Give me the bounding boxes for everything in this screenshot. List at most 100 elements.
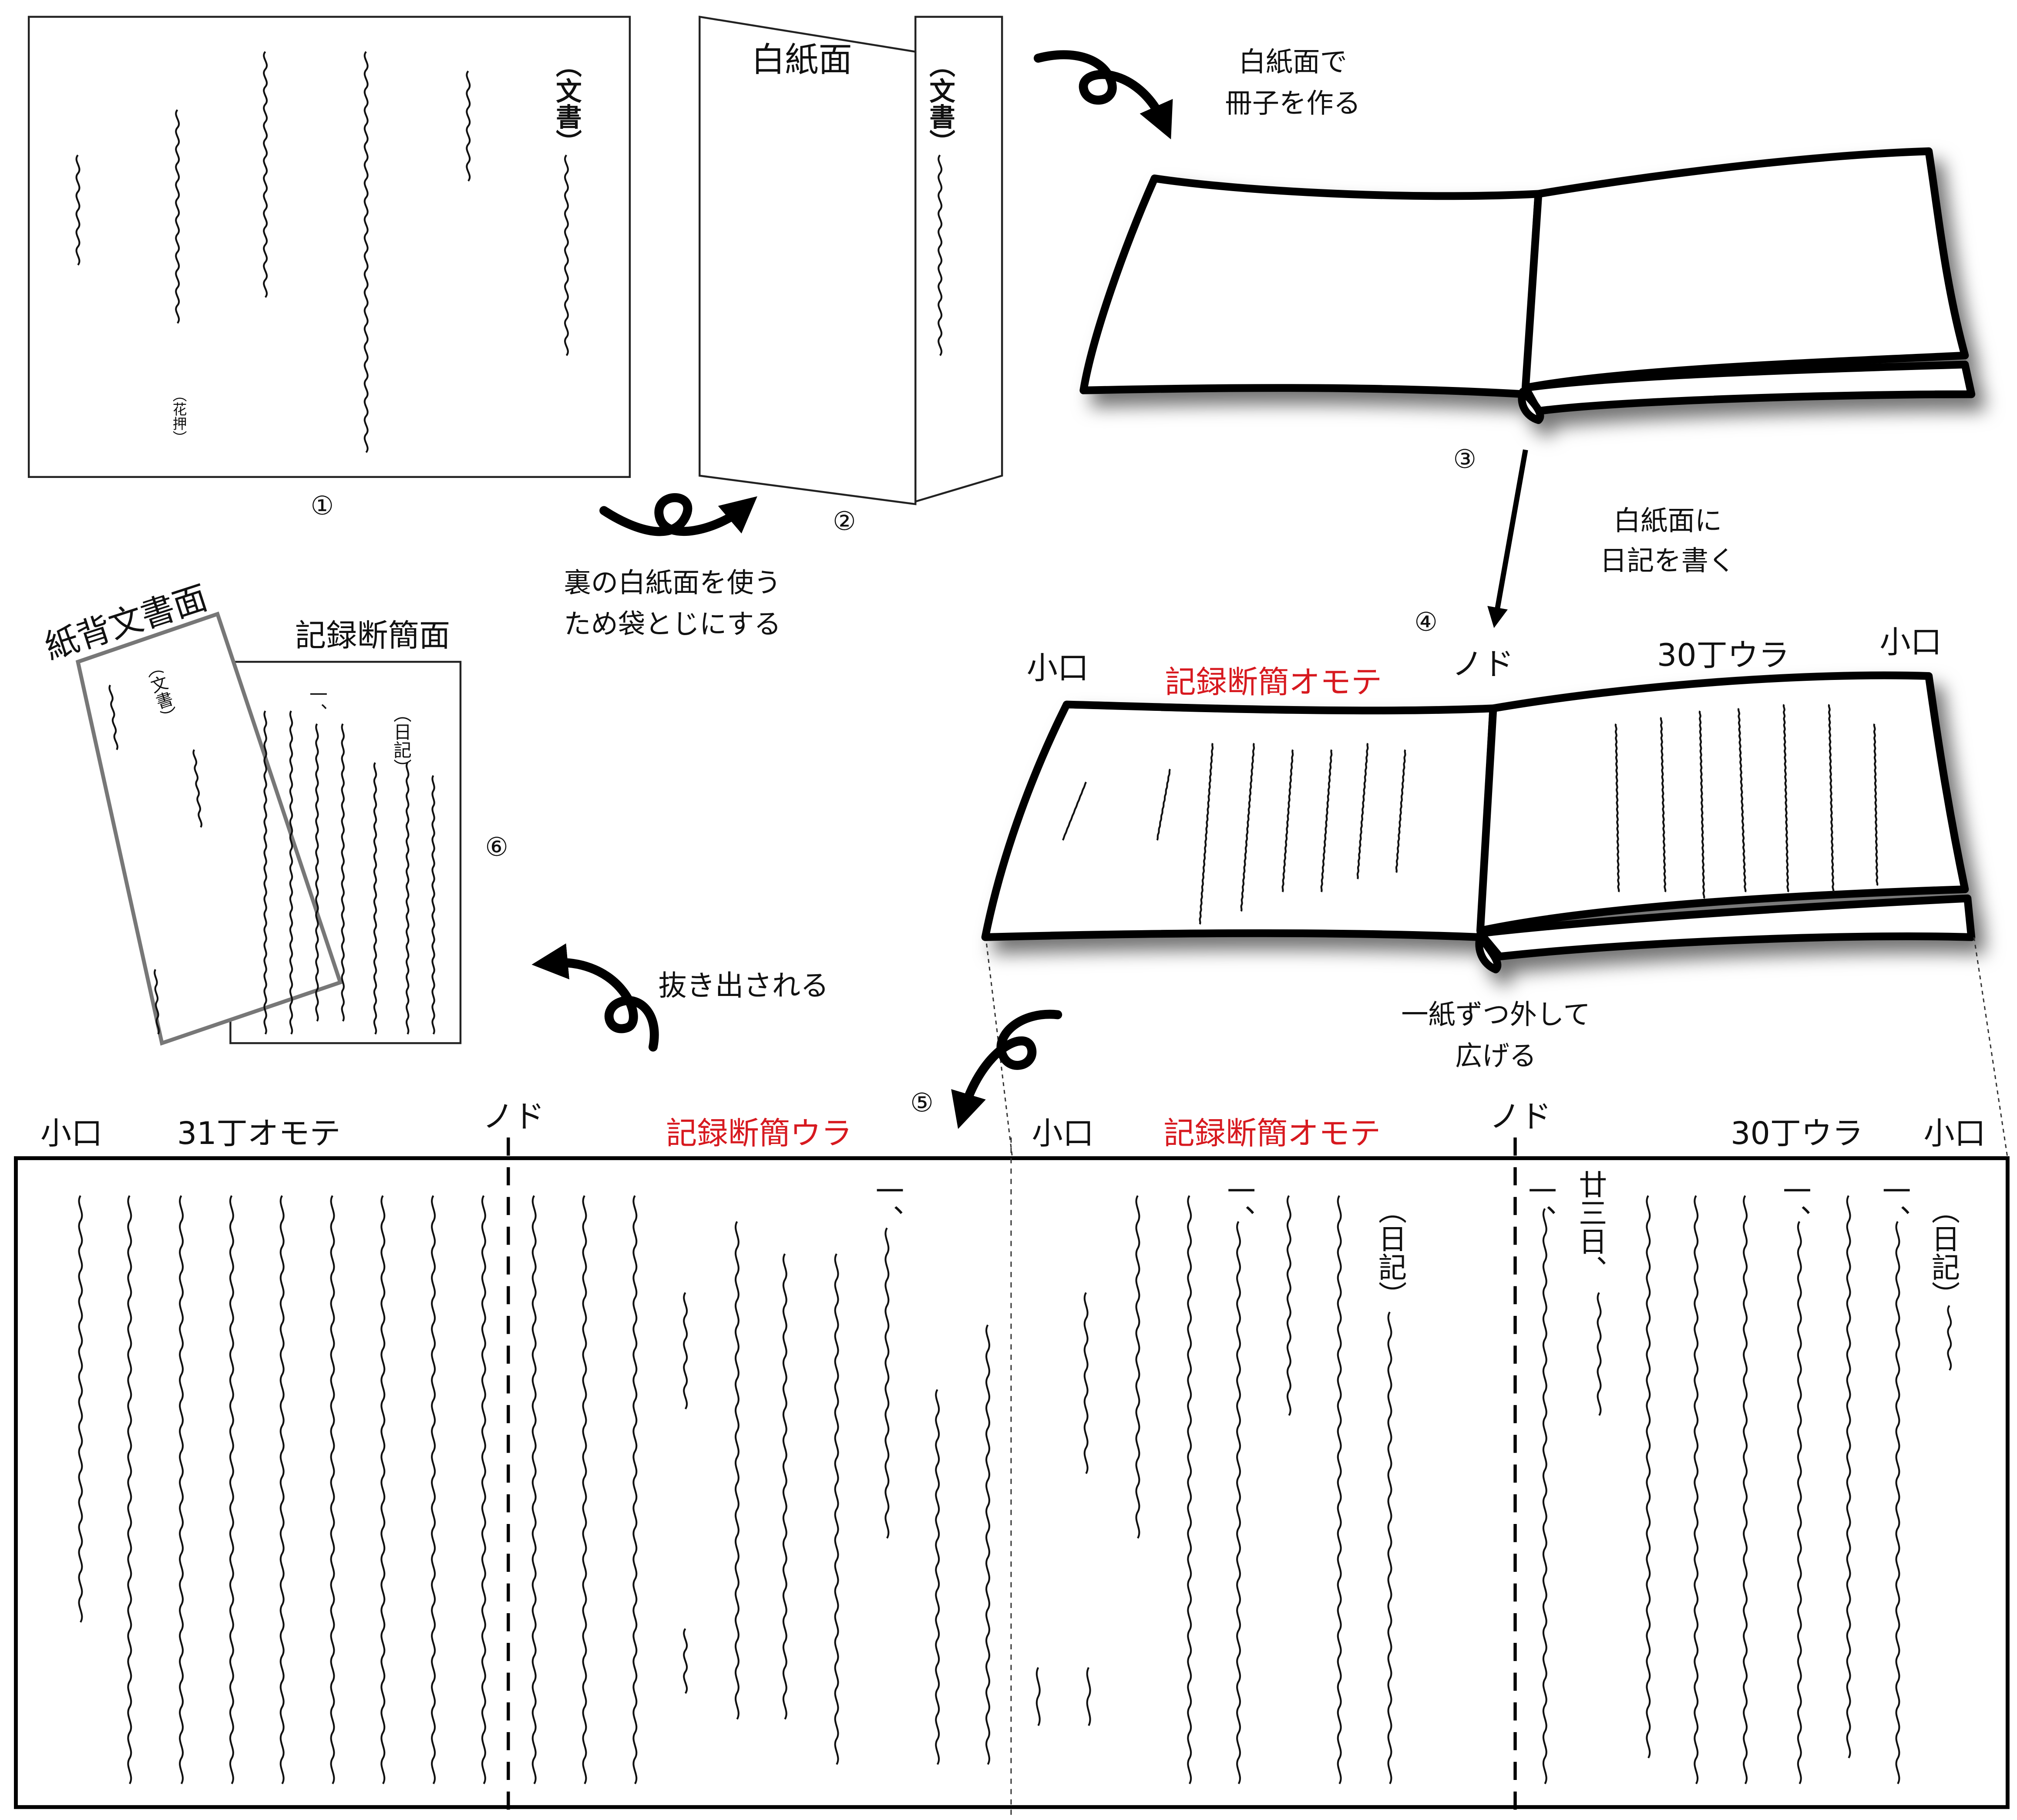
step3-blank-booklet [1079,147,1976,424]
spread-label-leaf31-front: 31丁オモテ [177,1115,341,1151]
wavy-text-line [154,969,160,1035]
wavy-text-line [834,1253,839,1765]
booklet-caption-line2: 冊子を作る [1225,87,1361,119]
fore-edge-left-label: 小口 [1027,650,1089,686]
step-number-2: ② [833,506,856,536]
wavy-text-line [1320,749,1333,892]
leaf30-back-label: 30丁ウラ [1657,637,1789,673]
wavy-text-line [431,775,435,1035]
wavy-text-line [1614,723,1620,892]
wavy-text-line [1694,1195,1699,1784]
wavy-text-line [75,154,81,266]
record-side-label: 記録断簡面 [295,618,450,654]
wavy-text-line [175,109,180,324]
wavy-text-line [289,710,293,1035]
wavy-text-line [1846,1195,1851,1759]
handwritten-lines [75,51,569,453]
item-mark: 一、 [306,685,328,721]
wavy-text-line [1387,1311,1392,1784]
wavy-text-line [1156,768,1171,841]
loop-arrow-5-to-6 [531,943,659,1052]
wavy-text-line [1660,717,1667,892]
unfold-caption-line1: 一紙ずつ外して [1401,999,1590,1030]
wavy-text-line [683,1628,688,1694]
wavy-text-line [985,1324,990,1765]
wavy-text-line [263,710,267,1035]
step-number-3: ③ [1453,444,1476,474]
wavy-text-line [1698,710,1705,899]
wavy-text-line [263,51,268,298]
handwritten-lines [108,684,435,1035]
wavy-text-line [1086,1667,1091,1726]
item-mark: 一、 [1877,1176,1910,1233]
spread-label-leaf30-back: 30丁ウラ [1731,1115,1863,1151]
wavy-text-line [1356,743,1369,880]
wavy-text-line [466,70,471,182]
extracted-caption: 抜き出される [658,969,829,1002]
write-caption-line1: 白紙面に [1614,505,1722,536]
item-mark: 一、 [1778,1176,1811,1233]
loop-arrow-4-to-5 [951,1009,1062,1129]
loop-arrow-2-to-3 [1033,50,1173,140]
wavy-text-line [363,51,369,453]
step-number-6: ⑥ [485,832,508,862]
doc-title: （文書） [551,52,582,155]
wavy-text-line [1782,704,1789,892]
wavy-text-line [782,1253,787,1720]
wavy-text-line [1797,1221,1802,1784]
wavy-text-line [481,1195,486,1784]
wavy-text-line [431,1195,436,1784]
wavy-text-line [1199,743,1214,925]
fold-caption-line2: ため袋とじにする [564,608,781,640]
wavy-text-line [935,1389,940,1765]
item-mark: 一、 [1222,1176,1255,1233]
step6-extracted-sheet: 記録断簡面 （日記） 一、 紙背文書面 （文書） ⑥ [40,578,508,1046]
wavy-text-line [108,684,118,750]
verso-doc-sheet [75,611,343,1046]
wavy-text-line [279,1195,285,1784]
wavy-text-line [1240,743,1255,912]
spread-label-fore-edge: 小口 [1032,1115,1094,1151]
write-caption-line2: 日記を書く [1600,545,1736,577]
wavy-text-line [229,1195,234,1784]
wavy-text-line [192,749,202,828]
wavy-text-line [373,762,377,1035]
document-sheet [27,16,631,478]
handwritten-lines [78,1195,1952,1784]
loop-arrow-1-to-2 [599,493,757,536]
kao-seal: （花押） [171,388,187,445]
wavy-text-line [683,1292,688,1410]
diary-title: （日記） [1926,1196,1960,1309]
diary-title: （日記） [390,704,412,777]
wavy-text-line [1395,749,1406,873]
item-mark: 一、 [871,1176,904,1233]
wavy-text-line [330,1195,335,1784]
unfold-caption-line2: 広げる [1455,1040,1536,1072]
item-mark: 一、 [1523,1176,1556,1233]
booklet-caption-line1: 白紙面で [1239,46,1347,77]
wavy-text-line [1873,723,1879,886]
wavy-text-line [632,1195,638,1784]
guide-line-right [1973,937,2008,1158]
blank-side-label: 白紙面 [751,40,852,79]
wavy-text-line [884,1227,890,1539]
wavy-text-line [1187,1195,1192,1784]
wavy-text-line [734,1221,740,1720]
spread-label-fore-edge: 小口 [1923,1115,1986,1151]
wavy-text-line [1646,1195,1651,1759]
spread-label-record-back: 記録断簡ウラ [666,1115,852,1151]
arrow-3-to-4 [1487,449,1528,628]
wavy-text-line [1737,708,1747,892]
wavy-text-line [531,1195,537,1784]
step5-unfolded-spread: 小口 31丁オモテ ノド 記録断簡ウラ 小口 記録断簡オモテ ノド 30丁ウラ … [14,1098,2010,1820]
diary-text-lines [1062,704,1879,925]
wavy-text-line [582,1195,587,1784]
wavy-text-line [1947,1305,1952,1371]
gutter-label: ノド [1452,646,1514,682]
spread-label-gutter: ノド [1489,1098,1552,1134]
wavy-text-line [1286,1195,1291,1416]
wavy-text-line [380,1195,386,1784]
step1-document-sheet: （文書） （花押） ① [27,16,631,521]
record-front-label: 記録断簡オモテ [1165,664,1382,700]
step-number-1: ① [311,491,334,521]
